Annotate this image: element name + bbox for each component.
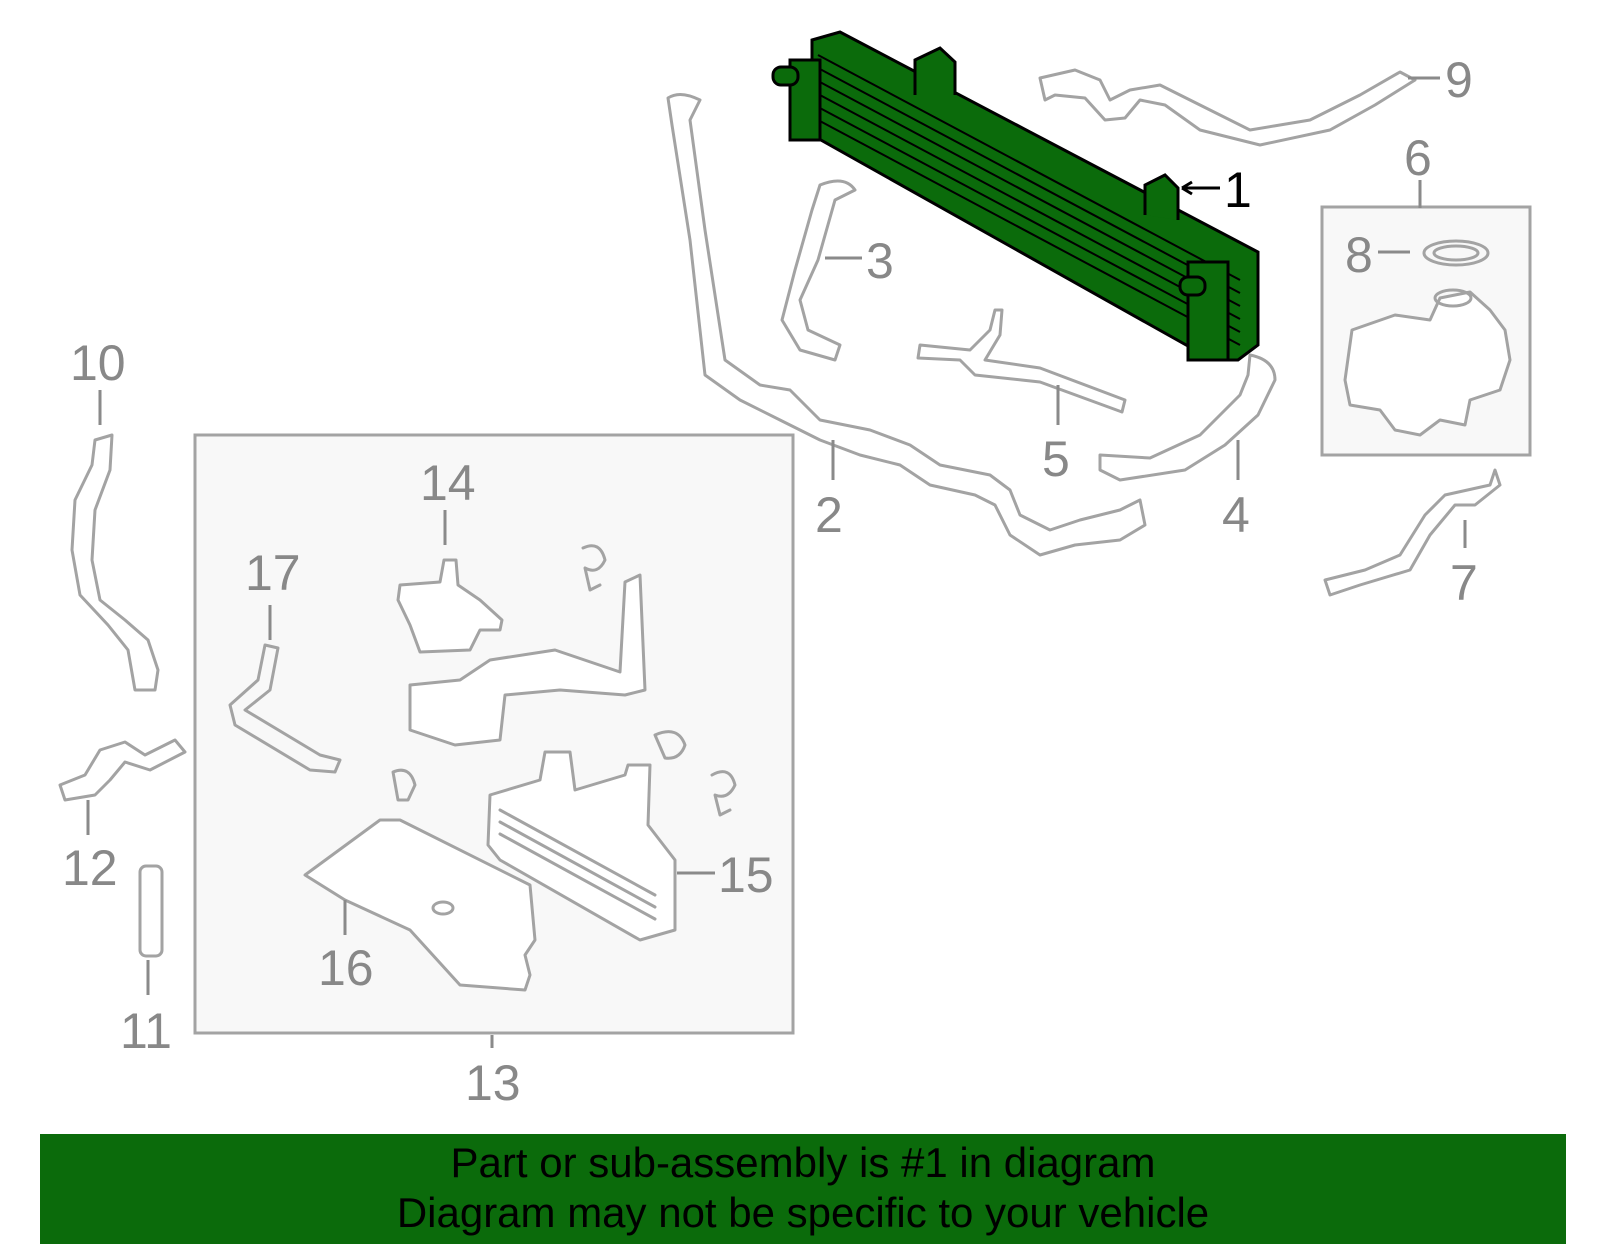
clip[interactable]	[653, 730, 687, 760]
callout-7: 7	[1450, 555, 1478, 611]
callout-17: 17	[245, 545, 301, 601]
clip[interactable]	[391, 768, 417, 802]
part-17-hose[interactable]	[228, 643, 342, 774]
part-12-hose[interactable]	[58, 738, 187, 802]
callout-1: 1	[1224, 162, 1252, 218]
part-7-pipe[interactable]	[1323, 468, 1502, 597]
callout-5: 5	[1042, 431, 1070, 487]
callout-13: 13	[465, 1055, 521, 1111]
callout-10: 10	[70, 335, 126, 391]
info-banner: Part or sub-assembly is #1 in diagram Di…	[40, 1134, 1566, 1244]
callout-8: 8	[1345, 227, 1373, 283]
callout-14: 14	[420, 455, 476, 511]
clip[interactable]	[581, 544, 607, 592]
part-8-seal[interactable]	[1422, 239, 1490, 267]
part-1-cooler[interactable]	[771, 30, 1260, 362]
callout-12: 12	[62, 840, 118, 896]
callout-4: 4	[1222, 487, 1250, 543]
clip[interactable]	[710, 770, 737, 817]
part-9-pipe[interactable]	[1038, 68, 1417, 147]
part-14-pump[interactable]	[396, 558, 504, 654]
callout-2: 2	[815, 487, 843, 543]
callout-16: 16	[318, 940, 374, 996]
part-2-hose[interactable]	[666, 93, 1147, 557]
part-15-cooler[interactable]	[486, 750, 677, 942]
part-10-hose[interactable]	[70, 433, 160, 692]
callout-6: 6	[1404, 130, 1432, 186]
bracket[interactable]	[408, 573, 647, 747]
part-3-hose[interactable]	[780, 179, 857, 362]
banner-line-2: Diagram may not be specific to your vehi…	[396, 1189, 1210, 1236]
parts-diagram: 1 2 3 4 5 6 7 8 9 10 11 12 13 14 15 16 1…	[58, 30, 1532, 1111]
callout-3: 3	[866, 233, 894, 289]
part-16-shield[interactable]	[303, 818, 537, 992]
part-4-hose[interactable]	[1098, 353, 1277, 482]
callout-11: 11	[120, 1003, 172, 1059]
callout-9: 9	[1445, 52, 1473, 108]
part-11-hose[interactable]	[138, 864, 164, 958]
callout-15: 15	[718, 847, 774, 903]
part-5-pipe[interactable]	[916, 308, 1127, 414]
banner-line-1: Part or sub-assembly is #1 in diagram	[450, 1139, 1156, 1186]
